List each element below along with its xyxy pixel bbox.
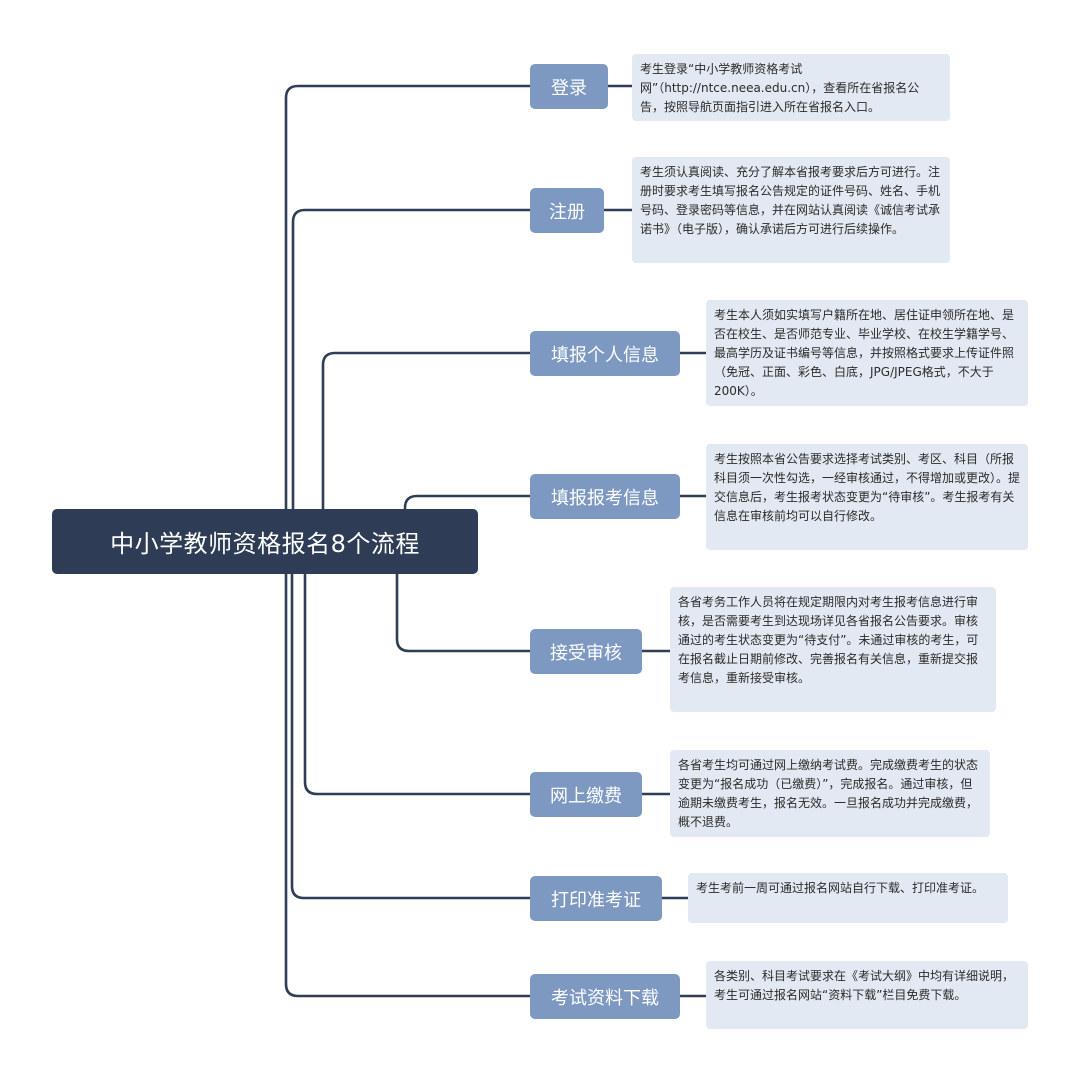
branch-line-5 <box>395 572 532 653</box>
step-register[interactable]: 注册 <box>530 188 604 233</box>
branch-line-4 <box>403 494 532 511</box>
step-print-ticket[interactable]: 打印准考证 <box>530 876 662 921</box>
branch-line-3 <box>321 351 532 511</box>
step-label: 登录 <box>551 77 587 99</box>
branch-line-8 <box>284 572 532 998</box>
step-payment[interactable]: 网上缴费 <box>530 772 642 817</box>
root-topic[interactable]: 中小学教师资格报名8个流程 <box>52 509 478 574</box>
step-label: 填报个人信息 <box>551 344 659 366</box>
note-text: 各类别、科目考试要求在《考试大纲》中均有详细说明，考生可通过报名网站“资料下载”… <box>714 969 1015 1002</box>
note-text: 考生本人须如实填写户籍所在地、居住证申领所在地、是否在校生、是否师范专业、毕业学… <box>714 308 1015 398</box>
step-label: 注册 <box>549 201 585 223</box>
step-label: 接受审核 <box>550 642 622 664</box>
step-label: 网上缴费 <box>550 785 622 807</box>
note-print-ticket: 考生考前一周可通过报名网站自行下载、打印准考证。 <box>688 873 1008 923</box>
branch-line-2 <box>291 208 532 511</box>
note-exam-info: 考生按照本省公告要求选择考试类别、考区、科目（所报科目须一次性勾选，一经审核通过… <box>706 444 1028 550</box>
note-payment: 各省考生均可通过网上缴纳考试费。完成缴费考生的状态变更为“报名成功（已缴费）”，… <box>670 750 990 837</box>
note-review: 各省考务工作人员将在规定期限内对考生报考信息进行审核，是否需要考生到达现场详见各… <box>670 587 996 712</box>
step-review[interactable]: 接受审核 <box>530 629 642 674</box>
note-login: 考生登录“中小学教师资格考试网”（http://ntce.neea.edu.cn… <box>632 54 950 121</box>
note-register: 考生须认真阅读、充分了解本省报考要求后方可进行。注册时要求考生填写报名公告规定的… <box>632 157 950 263</box>
step-personal-info[interactable]: 填报个人信息 <box>530 331 680 376</box>
branch-line-6 <box>303 572 532 796</box>
note-materials-download: 各类别、科目考试要求在《考试大纲》中均有详细说明，考生可通过报名网站“资料下载”… <box>706 961 1028 1029</box>
branch-line-7 <box>290 572 532 900</box>
note-personal-info: 考生本人须如实填写户籍所在地、居住证申领所在地、是否在校生、是否师范专业、毕业学… <box>706 300 1028 406</box>
note-text: 考生考前一周可通过报名网站自行下载、打印准考证。 <box>696 881 985 895</box>
step-login[interactable]: 登录 <box>530 64 608 109</box>
branch-line-1 <box>284 84 532 511</box>
note-text: 各省考务工作人员将在规定期限内对考生报考信息进行审核，是否需要考生到达现场详见各… <box>678 595 979 685</box>
note-text: 考生按照本省公告要求选择考试类别、考区、科目（所报科目须一次性勾选，一经审核通过… <box>714 452 1021 523</box>
step-label: 打印准考证 <box>551 889 641 911</box>
step-label: 填报报考信息 <box>551 487 659 509</box>
step-materials-download[interactable]: 考试资料下载 <box>530 974 680 1019</box>
note-text: 各省考生均可通过网上缴纳考试费。完成缴费考生的状态变更为“报名成功（已缴费）”，… <box>678 758 979 829</box>
step-label: 考试资料下载 <box>551 987 659 1009</box>
root-title: 中小学教师资格报名8个流程 <box>110 530 420 558</box>
step-exam-info[interactable]: 填报报考信息 <box>530 474 680 519</box>
note-text: 考生须认真阅读、充分了解本省报考要求后方可进行。注册时要求考生填写报名公告规定的… <box>640 165 941 236</box>
note-text: 考生登录“中小学教师资格考试网”（http://ntce.neea.edu.cn… <box>640 62 920 114</box>
